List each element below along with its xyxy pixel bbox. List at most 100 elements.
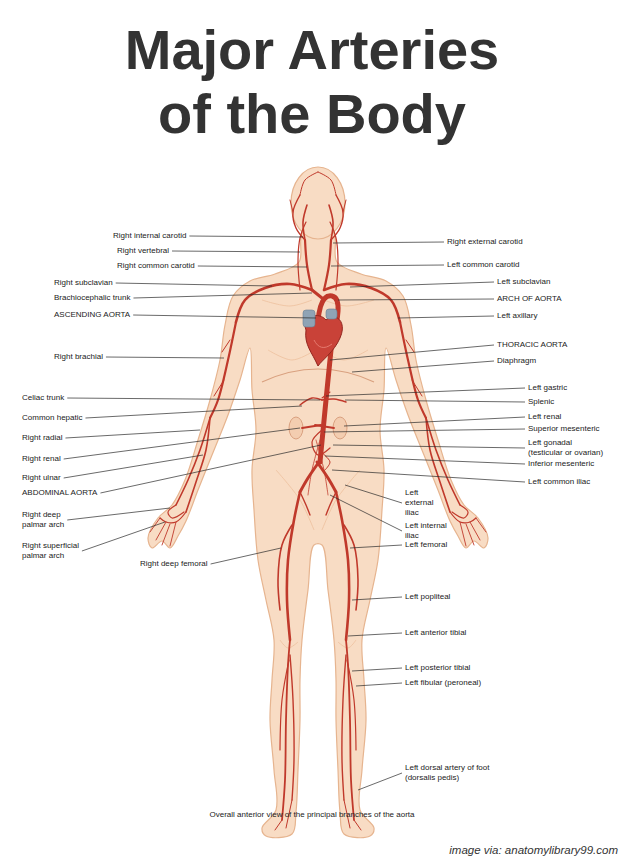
- artery-label: Right subclavian: [54, 278, 113, 288]
- artery-vessel: [476, 518, 486, 532]
- artery-label: Left gastric: [528, 383, 567, 393]
- artery-vessel: [290, 200, 293, 212]
- artery-vessel: [354, 820, 361, 830]
- artery-vessel: [298, 222, 306, 290]
- kidney-outline: [289, 417, 303, 439]
- leader-line: [85, 406, 302, 418]
- artery-vessel: [344, 525, 358, 610]
- artery-label: Inferior mesenteric: [528, 459, 594, 469]
- artery-label: Left popliteal: [405, 592, 450, 602]
- leader-line: [333, 445, 525, 448]
- artery-label: Brachiocephalic trunk: [54, 293, 130, 303]
- artery-label: Left internal iliac: [405, 521, 455, 541]
- artery-label: Left external iliac: [405, 488, 445, 518]
- kidney-outline: [333, 417, 347, 439]
- artery-vessel: [343, 200, 346, 212]
- artery-vessel: [426, 418, 450, 512]
- leader-line: [330, 495, 402, 531]
- artery-vessel: [300, 172, 318, 195]
- artery-vessel: [346, 640, 354, 820]
- artery-label: Celiac trunk: [22, 393, 64, 403]
- artery-label: Left renal: [528, 412, 561, 422]
- leader-line: [332, 470, 525, 482]
- leader-line: [326, 388, 525, 396]
- artery-vessel: [460, 522, 466, 546]
- artery-label: Right deep femoral: [140, 559, 208, 569]
- artery-vessel: [330, 222, 338, 290]
- body-contour: [268, 350, 312, 360]
- leader-line: [398, 316, 494, 318]
- artery-vessel: [336, 492, 349, 640]
- artery-vessel: [300, 492, 310, 515]
- artery-label: Left posterior tibial: [405, 663, 470, 673]
- artery-vessel: [322, 399, 346, 402]
- artery-vessel: [290, 655, 294, 800]
- artery-vessel: [317, 462, 336, 492]
- artery-vessel: [275, 820, 282, 830]
- leader-line: [189, 236, 303, 237]
- heart-highlight: [314, 340, 332, 347]
- artery-label: Right external carotid: [447, 237, 523, 247]
- leader-line: [67, 508, 170, 520]
- body-contour: [262, 300, 312, 306]
- leader-line: [358, 773, 402, 790]
- artery-vessel: [312, 430, 330, 455]
- body-silhouette: [148, 228, 488, 837]
- leader-line: [100, 445, 321, 493]
- artery-label: ARCH OF AORTA: [497, 294, 562, 304]
- leader-line: [345, 400, 525, 402]
- leader-line: [344, 417, 525, 426]
- leader-line: [133, 293, 312, 298]
- artery-vessel: [287, 492, 300, 640]
- artery-label: Left anterior tibial: [405, 628, 466, 638]
- leader-line: [211, 548, 281, 564]
- artery-label: Left subclavian: [497, 277, 550, 287]
- artery-label: Right superficial palmar arch: [22, 541, 94, 561]
- artery-vessel: [162, 524, 170, 545]
- leader-line: [352, 668, 402, 671]
- artery-vessel: [160, 512, 186, 523]
- artery-label: Left common carotid: [447, 260, 519, 270]
- artery-vessel: [312, 290, 322, 298]
- leader-line: [133, 315, 316, 318]
- artery-vessel: [186, 418, 210, 512]
- artery-vessel: [316, 440, 328, 495]
- leader-line: [352, 597, 402, 600]
- leader-line: [82, 522, 165, 551]
- leader-line: [350, 282, 494, 287]
- artery-label: Diaphragm: [497, 356, 536, 366]
- leader-line: [345, 485, 402, 503]
- leader-line: [325, 456, 525, 464]
- artery-label: Left common iliac: [528, 477, 590, 487]
- leader-line: [64, 455, 203, 478]
- artery-vessel: [324, 284, 400, 322]
- leader-line: [338, 299, 494, 300]
- artery-label: ABDOMINAL AORTA: [22, 488, 97, 498]
- artery-label: Right ulnar: [22, 473, 61, 483]
- artery-vessel: [222, 340, 230, 352]
- artery-vessel: [305, 240, 312, 290]
- leader-line: [198, 266, 307, 267]
- artery-label: Right vertebral: [117, 246, 169, 256]
- head-silhouette: [291, 167, 345, 239]
- artery-vessel: [300, 398, 322, 405]
- artery-label: Superior mesenteric: [528, 424, 600, 434]
- artery-vessel: [315, 425, 334, 428]
- leader-line: [65, 430, 200, 438]
- artery-vessel: [300, 462, 319, 492]
- leader-line: [352, 361, 494, 372]
- leader-line: [64, 428, 300, 459]
- artery-label: Splenic: [528, 397, 554, 407]
- artery-vessel: [236, 284, 312, 322]
- artery-vessel: [210, 322, 236, 418]
- leader-line: [67, 398, 320, 400]
- leader-line: [331, 265, 444, 266]
- artery-label: Right brachial: [54, 352, 103, 362]
- artery-label: Right renal: [22, 454, 61, 464]
- artery-vessel: [278, 525, 292, 610]
- artery-label: Right common carotid: [117, 261, 195, 271]
- artery-vessel: [321, 452, 330, 470]
- diaphragm-line: [262, 369, 374, 382]
- artery-vessel: [412, 380, 422, 396]
- artery-label: Left axillary: [497, 311, 537, 321]
